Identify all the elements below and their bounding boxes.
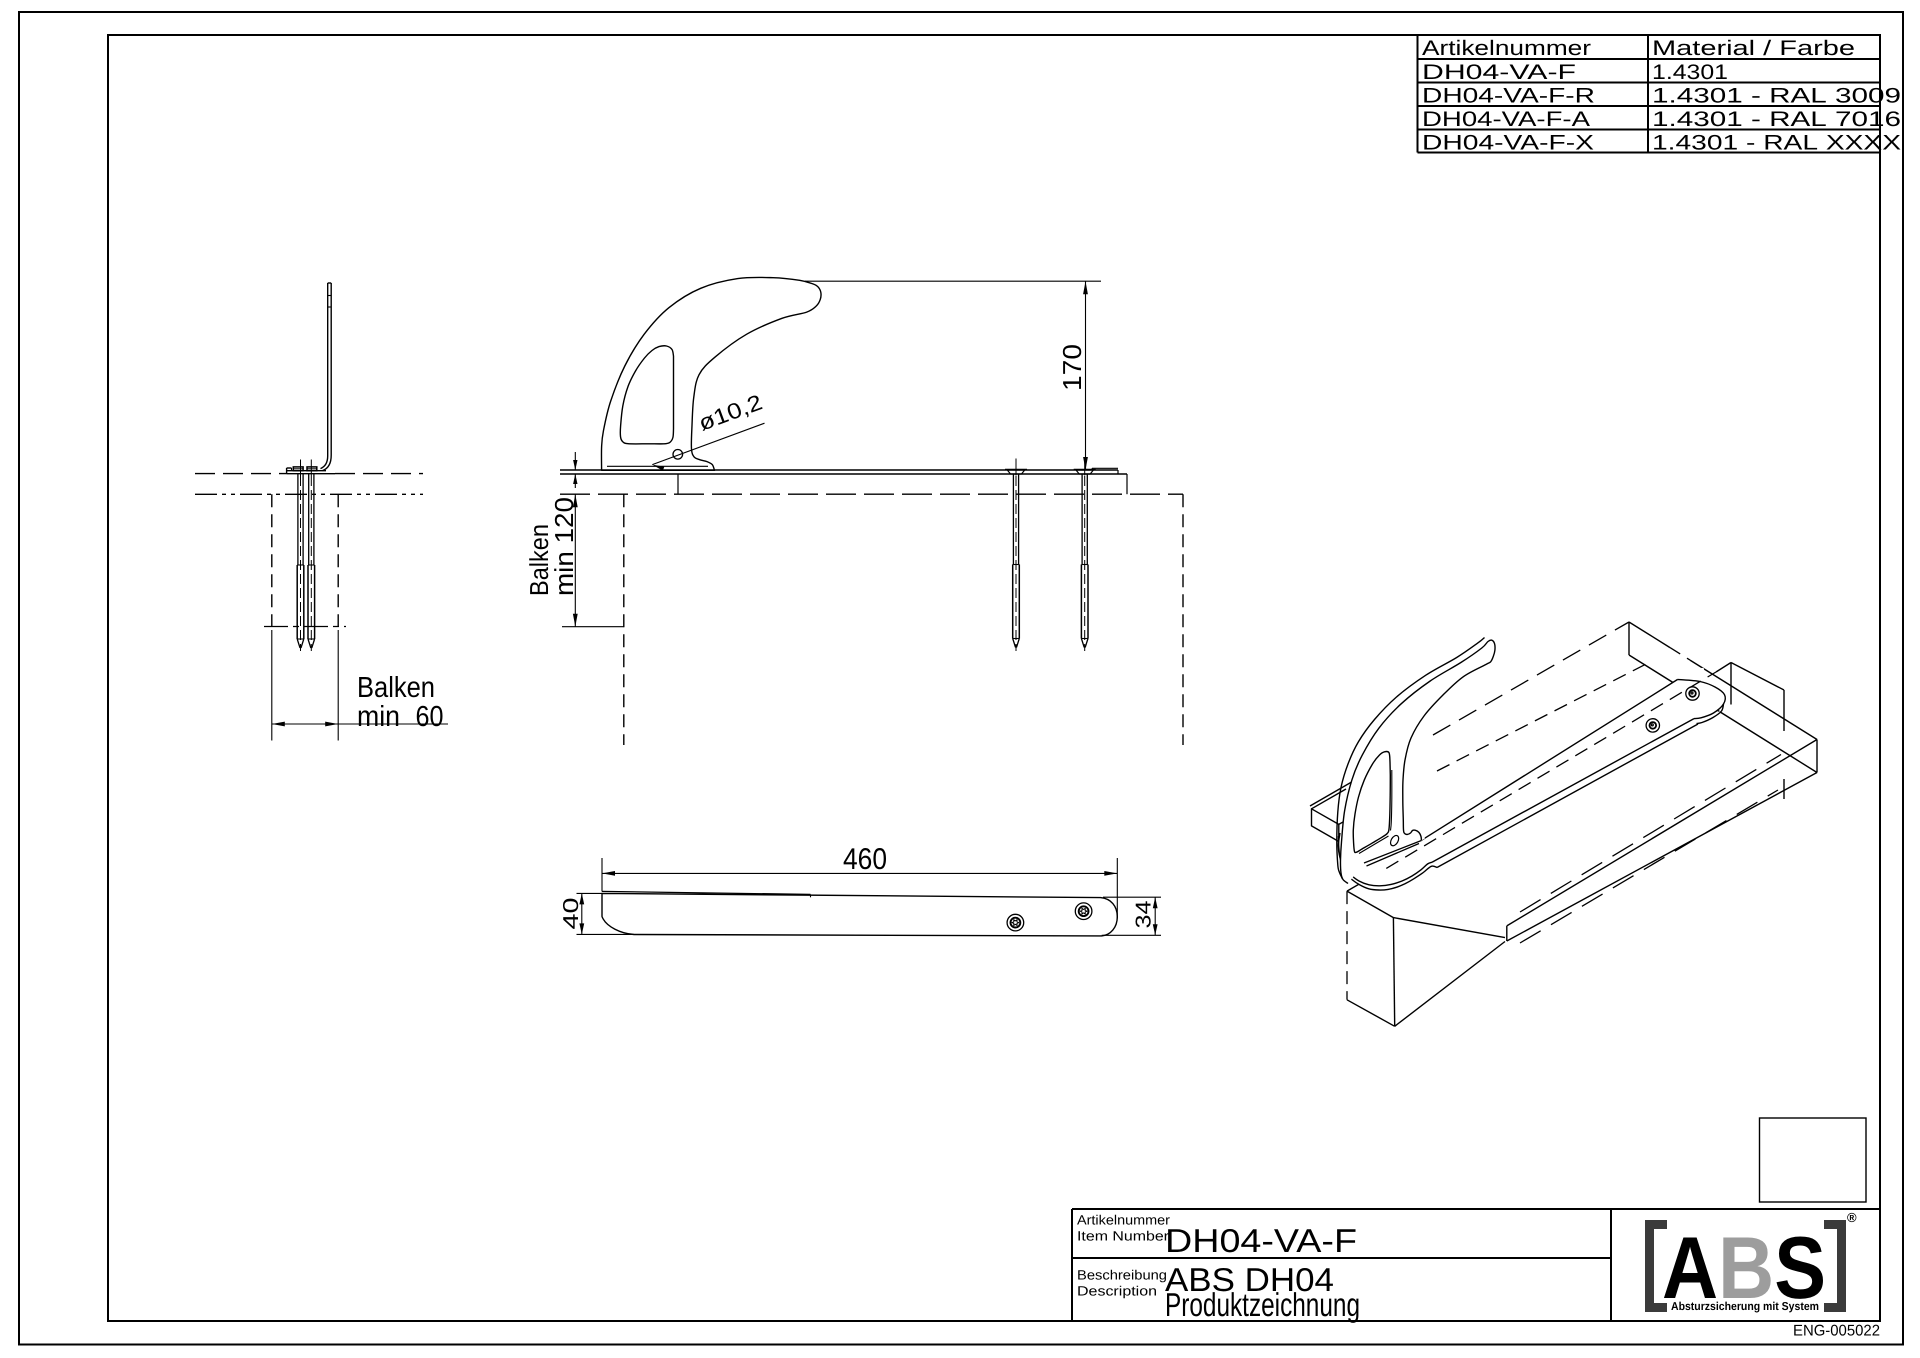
svg-text:Absturzsicherung mit System: Absturzsicherung mit System	[1671, 1301, 1819, 1313]
svg-text:Beschreibung: Beschreibung	[1077, 1268, 1167, 1283]
svg-text:Balken: Balken	[524, 524, 554, 596]
svg-text:ABS: ABS	[1662, 1218, 1826, 1317]
svg-text:ENG-005022: ENG-005022	[1793, 1323, 1880, 1340]
svg-text:®: ®	[1847, 1210, 1857, 1225]
svg-text:34: 34	[1132, 900, 1156, 928]
svg-text:1.4301 - RAL 3009: 1.4301 - RAL 3009	[1652, 85, 1901, 108]
svg-text:DH04-VA-F: DH04-VA-F	[1422, 61, 1576, 84]
svg-text:40: 40	[559, 897, 583, 929]
svg-text:Description: Description	[1077, 1284, 1157, 1299]
svg-text:Material / Farbe: Material / Farbe	[1652, 37, 1855, 60]
svg-text:60: 60	[416, 701, 444, 733]
svg-text:Balken: Balken	[357, 672, 435, 704]
svg-text:min: min	[357, 701, 400, 733]
svg-text:Produktzeichnung: Produktzeichnung	[1165, 1286, 1360, 1323]
svg-text:460: 460	[843, 843, 887, 876]
svg-text:Item Number: Item Number	[1077, 1229, 1170, 1244]
svg-text:ABS DH04: ABS DH04	[1165, 1261, 1334, 1298]
svg-text:min 120: min 120	[549, 497, 579, 596]
svg-text:DH04-VA-F-A: DH04-VA-F-A	[1422, 108, 1590, 131]
svg-text:DH04-VA-F-X: DH04-VA-F-X	[1422, 132, 1594, 155]
svg-text:DH04-VA-F-R: DH04-VA-F-R	[1422, 85, 1595, 108]
svg-text:DH04-VA-F: DH04-VA-F	[1165, 1222, 1357, 1259]
svg-text:1.4301 - RAL XXXX: 1.4301 - RAL XXXX	[1652, 132, 1901, 155]
svg-text:1.4301: 1.4301	[1652, 61, 1728, 84]
svg-text:Artikelnummer: Artikelnummer	[1077, 1213, 1171, 1228]
svg-text:170: 170	[1057, 344, 1087, 391]
svg-text:1.4301 - RAL 7016: 1.4301 - RAL 7016	[1652, 108, 1901, 131]
svg-text:Artikelnummer: Artikelnummer	[1422, 37, 1591, 60]
